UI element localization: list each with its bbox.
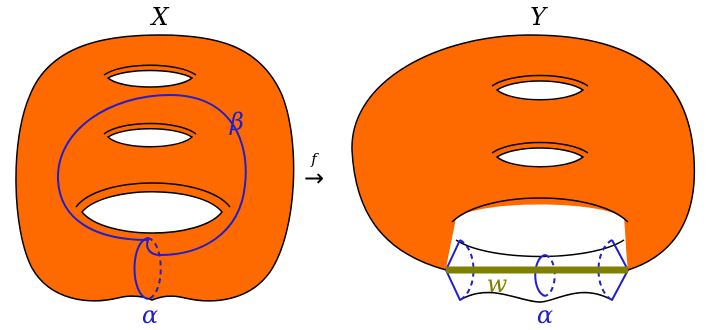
surface-x-hole-1 [106, 69, 194, 88]
surface-y [351, 34, 696, 303]
map-arrow: → [304, 164, 324, 192]
surface-y-cut [446, 204, 628, 302]
beta-curve [56, 93, 247, 257]
surface-y-cut-bottom [455, 239, 625, 258]
surface-x-hole-3-rim [75, 182, 231, 208]
alpha-right-back [544, 254, 556, 297]
surface-y-hole-1-rim [491, 74, 589, 87]
label-x: X [149, 3, 169, 31]
surface-y-hole-2-rim [491, 141, 589, 154]
label-w: w [487, 270, 508, 298]
surface-y-hole-2 [495, 147, 585, 168]
surface-x-hole-2-rim [103, 122, 197, 135]
surface-y-cut-rim [451, 197, 629, 223]
label-alpha-left: α [142, 301, 158, 329]
label-beta: β [229, 108, 244, 136]
surface-x-hole-3 [81, 191, 223, 234]
label-alpha-right: α [537, 301, 553, 329]
surface-x [15, 34, 295, 302]
surface-x-body [15, 34, 295, 302]
label-map-f: f [310, 150, 319, 168]
surface-y-foot-bottom [459, 291, 613, 303]
alpha-left-front [133, 237, 149, 300]
alpha-right-front [534, 254, 546, 297]
surface-y-hole-1 [495, 80, 585, 101]
label-y: Y [530, 3, 548, 31]
alpha-left-back [147, 237, 162, 300]
surface-x-hole-1-rim [103, 64, 197, 76]
surface-x-hole-2 [106, 128, 194, 148]
